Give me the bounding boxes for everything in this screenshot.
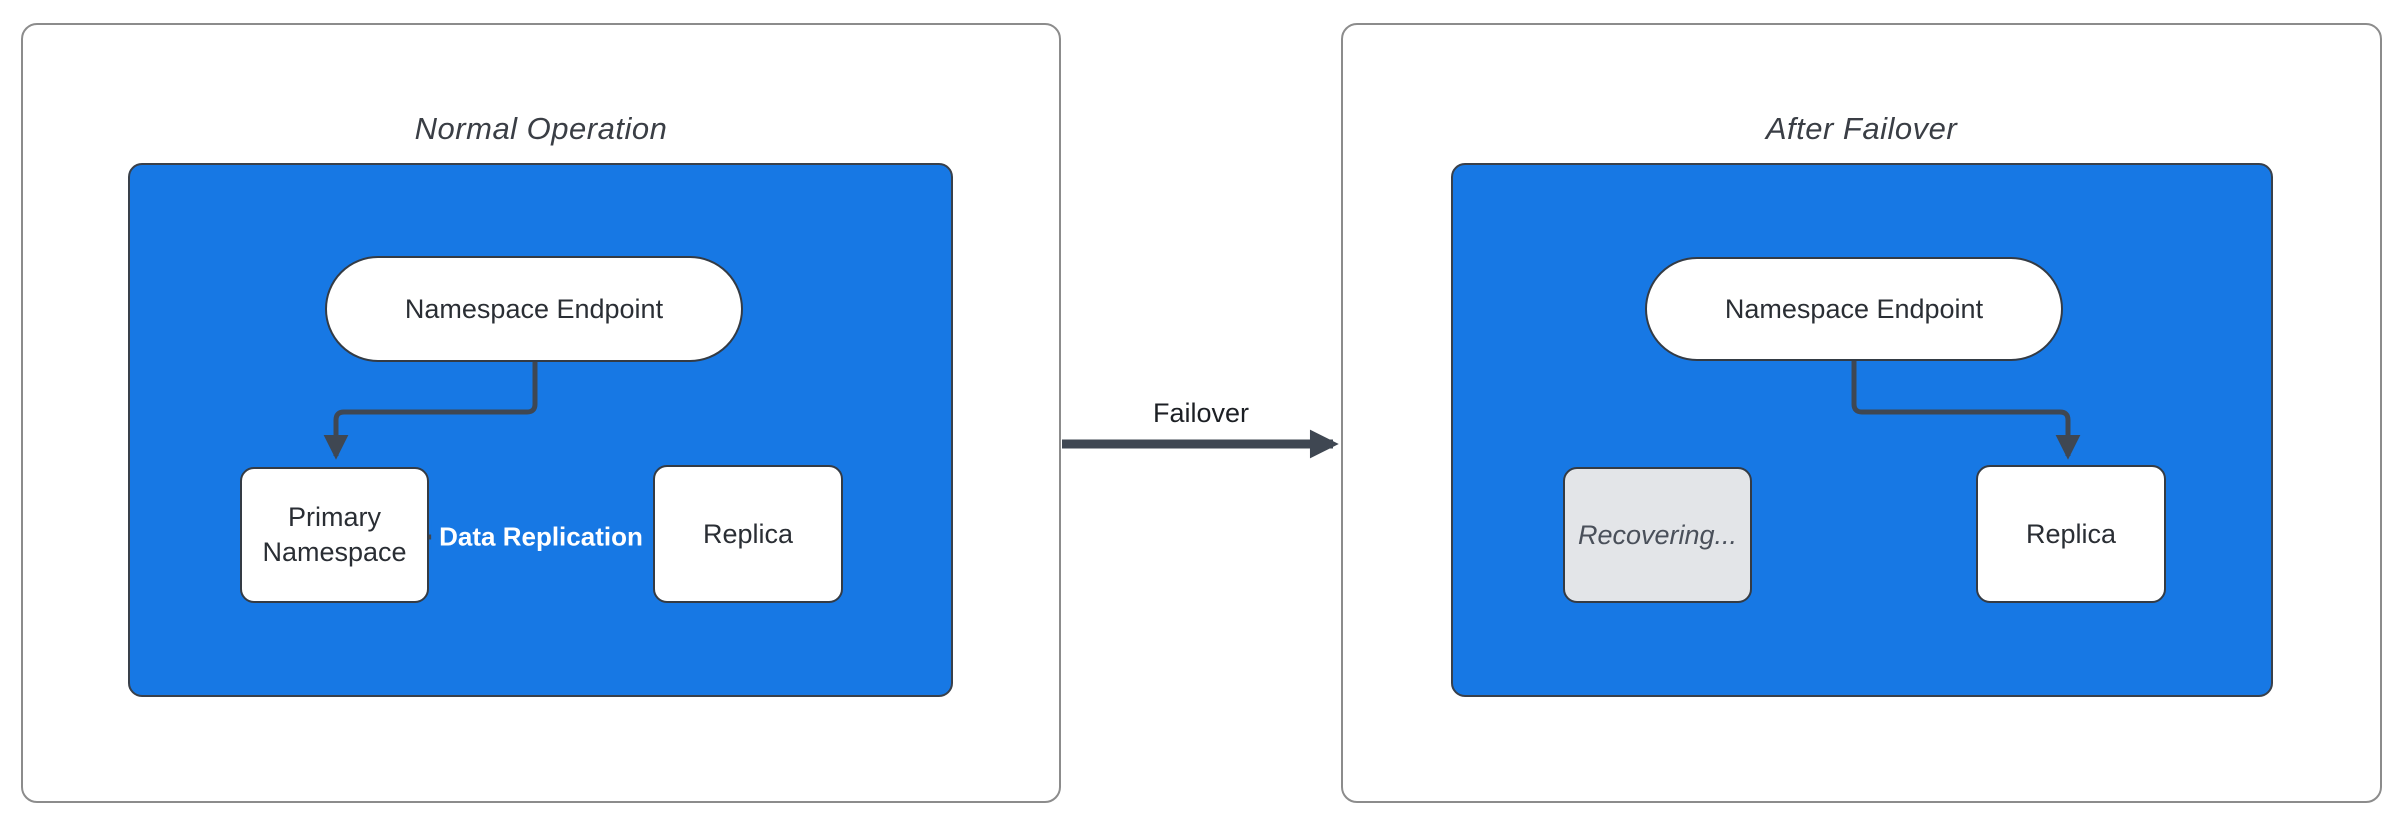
failover-arrow-label: Failover (1152, 398, 1250, 428)
cluster-box-failover (1451, 163, 2273, 697)
cluster-box-normal (128, 163, 953, 697)
node-recovering: Recovering... (1563, 467, 1752, 603)
node-label: Namespace Endpoint (1724, 293, 1984, 324)
node-label: Replica (702, 518, 794, 549)
node-namespace-endpoint-failover: Namespace Endpoint (1645, 257, 2063, 361)
node-primary-namespace: Primary Namespace (240, 467, 429, 603)
panel-title-normal-operation: Normal Operation (414, 111, 668, 146)
panel-title-after-failover: After Failover (1765, 111, 1958, 146)
node-label: Replica (2025, 518, 2117, 549)
node-replica-normal: Replica (653, 465, 843, 603)
node-namespace-endpoint-normal: Namespace Endpoint (325, 256, 743, 362)
node-replica-failover: Replica (1976, 465, 2166, 603)
node-label: Recovering... (1577, 519, 1738, 550)
node-label: Primary Namespace (262, 502, 407, 567)
edge-label-data-replication: Data Replication (431, 519, 651, 555)
node-label: Namespace Endpoint (404, 293, 664, 324)
